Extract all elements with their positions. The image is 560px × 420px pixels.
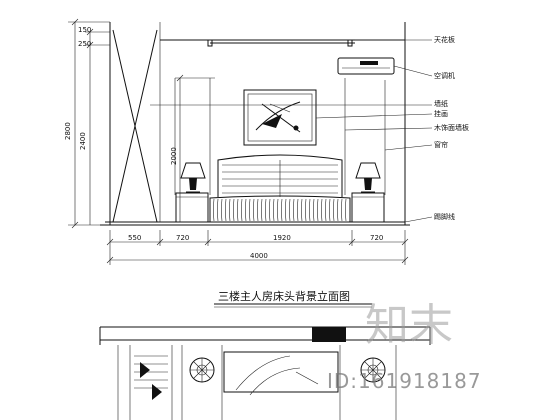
- annotation-wall-panel: 木饰面墙板: [434, 123, 469, 132]
- bed-skirt-pleat: [325, 198, 327, 222]
- table-lamp-left: [180, 162, 206, 193]
- bed-skirt-pleat: [301, 198, 303, 222]
- annotation-ceiling: 天花板: [434, 35, 455, 44]
- bed-skirt-pleat: [293, 198, 295, 222]
- dim-bottom-total: 4000: [250, 252, 268, 260]
- bottom-dimension-lines: [106, 230, 409, 265]
- nightstand-right: [351, 192, 385, 223]
- bed-skirt-pleat: [321, 198, 323, 222]
- plan-dark-block: [312, 327, 346, 342]
- bed-skirt-pleat: [237, 198, 239, 222]
- headboard: [217, 154, 343, 197]
- bed-skirt-pleat: [253, 198, 255, 222]
- bed-skirt-pleat: [213, 198, 215, 222]
- bed-skirt-pleat: [281, 198, 283, 222]
- watermark-id: ID:161918187: [327, 369, 482, 393]
- nightstand-left: [175, 192, 209, 223]
- bed-skirt-pleat: [305, 198, 307, 222]
- bed-skirt-pleat: [273, 198, 275, 222]
- annotation-ac: 空调机: [434, 71, 455, 80]
- bed-skirt-pleat: [277, 198, 279, 222]
- bed-skirt-pleat: [241, 198, 243, 222]
- bed-skirt: [209, 195, 351, 223]
- wall-outline: [100, 22, 410, 226]
- dim-bottom-2: 720: [176, 234, 189, 242]
- dim-bottom-1: 550: [128, 234, 141, 242]
- bed-skirt-pleat: [217, 198, 219, 222]
- annotation-painting: 挂画: [434, 109, 448, 118]
- bed-skirt-pleat: [329, 198, 331, 222]
- dim-top-small2: 250: [78, 40, 91, 48]
- bed-skirt-pleat: [333, 198, 335, 222]
- bed-skirt-pleat: [317, 198, 319, 222]
- bed-skirt-pleat: [225, 198, 227, 222]
- plan-fan-right: [360, 357, 386, 383]
- dim-left-inner: 2400: [79, 132, 87, 150]
- lower-plan-section: [99, 326, 431, 420]
- bed-skirt-pleat: [221, 198, 223, 222]
- drawing-title: 三楼主人房床头背景立面图: [218, 289, 350, 303]
- door-x-panel: [112, 29, 158, 223]
- annotation-wallpaper: 墙纸: [434, 99, 448, 108]
- bed-skirt-pleat: [257, 198, 259, 222]
- bed-skirt-pleat: [337, 198, 339, 222]
- wall-painting: [243, 89, 317, 146]
- bed-skirt-pleat: [289, 198, 291, 222]
- annotation-leaders: [150, 39, 433, 223]
- bed-skirt-pleat: [245, 198, 247, 222]
- dim-top-small: 150: [78, 26, 91, 34]
- ceiling-line: [160, 39, 405, 47]
- dim-left-mid: 2000: [170, 147, 178, 165]
- bed-skirt-pleat: [261, 198, 263, 222]
- bed-skirt-pleat: [265, 198, 267, 222]
- dim-bottom-4: 720: [370, 234, 383, 242]
- dim-bottom-3: 1920: [273, 234, 291, 242]
- left-dimension-lines: [68, 18, 215, 229]
- annotation-curtain: 窗帘: [434, 140, 448, 149]
- bed-skirt-pleat: [269, 198, 271, 222]
- air-conditioner: [337, 57, 395, 75]
- bed-skirt-pleat: [313, 198, 315, 222]
- plan-fan-left: [189, 357, 215, 383]
- annotation-baseboard: 踢脚线: [434, 212, 455, 221]
- bed-skirt-pleat: [249, 198, 251, 222]
- bed-skirt-pleat: [345, 198, 347, 222]
- bed-skirt-pleat: [309, 198, 311, 222]
- watermark-brand: 知末: [365, 300, 453, 351]
- table-lamp-right: [355, 162, 381, 193]
- bed-skirt-pleat: [229, 198, 231, 222]
- bed-skirt-pleat: [341, 198, 343, 222]
- bed-skirt-pleat: [297, 198, 299, 222]
- wall-panel-lines: [174, 78, 386, 195]
- dim-left-total: 2800: [64, 122, 72, 140]
- bed-skirt-pleat: [285, 198, 287, 222]
- bed-skirt-pleat: [233, 198, 235, 222]
